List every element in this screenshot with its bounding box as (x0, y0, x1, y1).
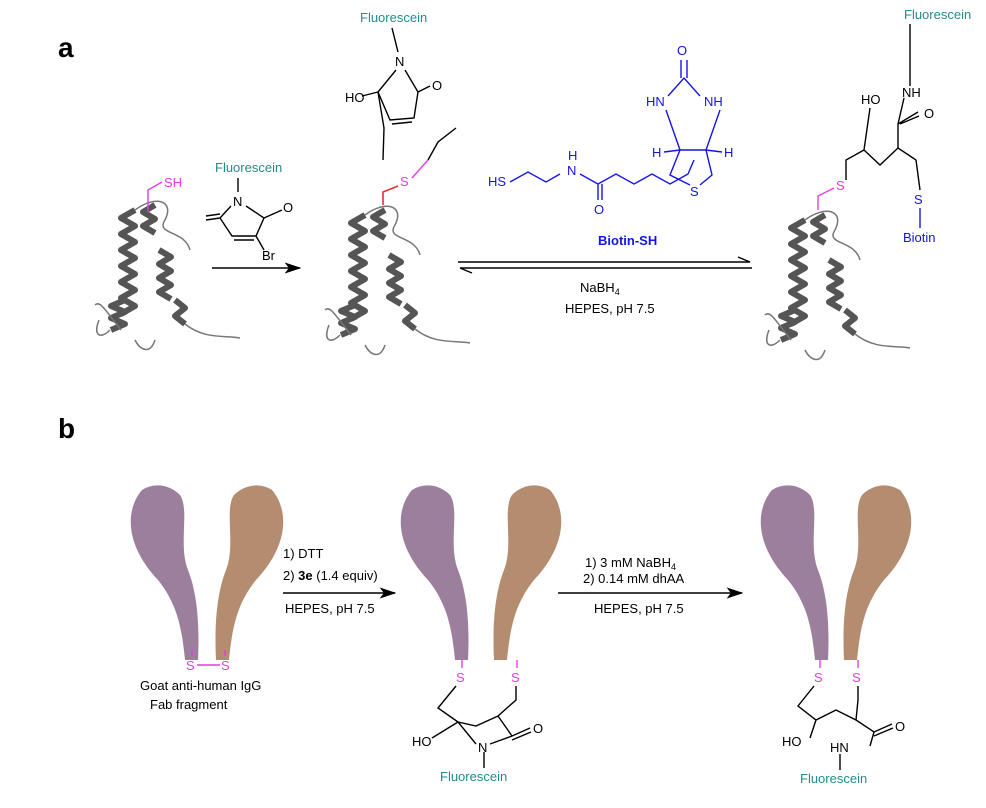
h-label: H (568, 148, 577, 163)
step2-line2: 2) 0.14 mM dhAA (583, 571, 684, 586)
fluorescein-label: Fluorescein (904, 7, 971, 22)
n-label: N (233, 194, 242, 209)
fluorescein-label: Fluorescein (440, 769, 507, 784)
fab-fragment-2: S S HO N O Fluorescein (400, 485, 562, 784)
biotin-sh-name: Biotin-SH (598, 233, 657, 248)
fab-fragment-3: S S HO HN O Fluorescein (760, 485, 912, 786)
fab-fragment-1: S S Goat anti-human IgG Fab fragment (130, 485, 284, 712)
conditions-reagent: NaBH4 (580, 280, 620, 297)
protein-3 (765, 211, 910, 359)
sh-label: SH (164, 175, 182, 190)
fluorescein-label: Fluorescein (800, 771, 867, 786)
h-label: H (724, 145, 733, 160)
hs-label: HS (488, 174, 506, 189)
conditions-buffer: HEPES, pH 7.5 (565, 301, 655, 316)
hn-label: HN (830, 740, 849, 755)
s-label: S (836, 178, 845, 193)
o-label: O (594, 202, 604, 217)
fluorescein-label: Fluorescein (215, 160, 282, 175)
step1-line1: 1) DTT (283, 546, 324, 561)
protein-1 (95, 201, 240, 349)
s-label: S (511, 670, 520, 685)
thiol-bond (147, 181, 163, 212)
biotin-sh: HS H N O S O HN NH H H Biotin-SH (488, 43, 733, 248)
ho-label: HO (412, 734, 432, 749)
s-label: S (400, 174, 409, 189)
panel-a-label: a (58, 32, 74, 63)
nh-label: NH (902, 85, 921, 100)
o-label: O (283, 200, 293, 215)
fluorescein-label: Fluorescein (360, 10, 427, 25)
ho-label: HO (782, 734, 802, 749)
step1-line2: 2) 3e (1.4 equiv) (283, 568, 378, 583)
s-label: S (186, 658, 195, 673)
equilibrium-forward-arrow (458, 256, 751, 263)
step2-buffer: HEPES, pH 7.5 (594, 601, 684, 616)
s-label: S (221, 658, 230, 673)
o-label: O (677, 43, 687, 58)
ho-label: HO (345, 90, 365, 105)
s-label: S (914, 192, 923, 207)
biotin-label: Biotin (903, 230, 936, 245)
ring-opened-product: S HO NH O Fluorescein S Biotin (817, 7, 971, 245)
h-label: H (652, 145, 661, 160)
s-label: S (852, 670, 861, 685)
n-label: N (395, 54, 404, 69)
equilibrium-reverse-arrow (459, 267, 752, 274)
n-label: N (567, 163, 576, 178)
protein-2 (325, 206, 470, 354)
fab-name: Goat anti-human IgG (140, 678, 261, 693)
br-label: Br (262, 248, 276, 263)
o-label: O (895, 719, 905, 734)
bromomaleimide-reagent: Fluorescein N O Br (205, 160, 293, 263)
s-label: S (456, 670, 465, 685)
o-label: O (924, 106, 934, 121)
hydroxy-lactam-adduct: S Fluorescein N O HO (345, 10, 457, 205)
ho-label: HO (861, 92, 881, 107)
s-label: S (814, 670, 823, 685)
hn-label: HN (646, 94, 665, 109)
step1-buffer: HEPES, pH 7.5 (285, 601, 375, 616)
panel-b-label: b (58, 413, 75, 444)
fab-name: Fab fragment (150, 697, 228, 712)
o-label: O (432, 78, 442, 93)
o-label: O (533, 721, 543, 736)
step2-line1: 1) 3 mM NaBH4 (585, 555, 676, 572)
s-label: S (690, 184, 699, 199)
nh-label: NH (704, 94, 723, 109)
n-label: N (478, 740, 487, 755)
